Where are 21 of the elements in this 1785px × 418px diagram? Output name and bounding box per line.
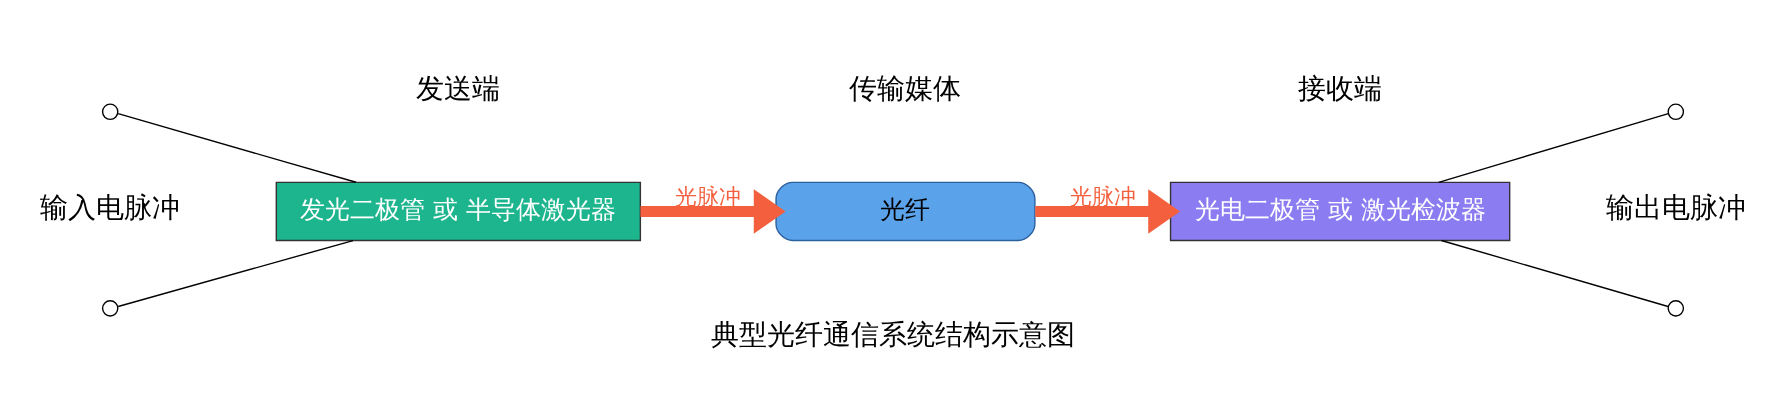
arrow [1034,189,1180,234]
label: 发送端 [415,71,500,105]
node-box: 发光二极管 或 半导体激光器 [275,181,641,242]
caption: 典型光纤通信系统结构示意图 [710,317,1075,351]
node-circle [1667,300,1684,317]
node-circle [1667,103,1684,121]
connector [117,112,357,183]
label: 接收端 [1297,71,1382,105]
node-circle [101,103,118,121]
node-circle [101,300,118,317]
node-box: 光纤 [774,181,1036,242]
label: 传输媒体 [848,71,961,105]
connector [1437,112,1669,183]
connector [117,239,354,308]
edge-label: 光脉冲 [674,183,741,210]
edge-label: 光脉冲 [1069,183,1136,210]
node-box: 光电二极管 或 激光检波器 [1169,181,1510,242]
arrow [639,189,786,234]
connector [1440,239,1669,308]
label: 输出电脉冲 [1605,190,1746,224]
label: 输入电脉冲 [39,190,180,224]
